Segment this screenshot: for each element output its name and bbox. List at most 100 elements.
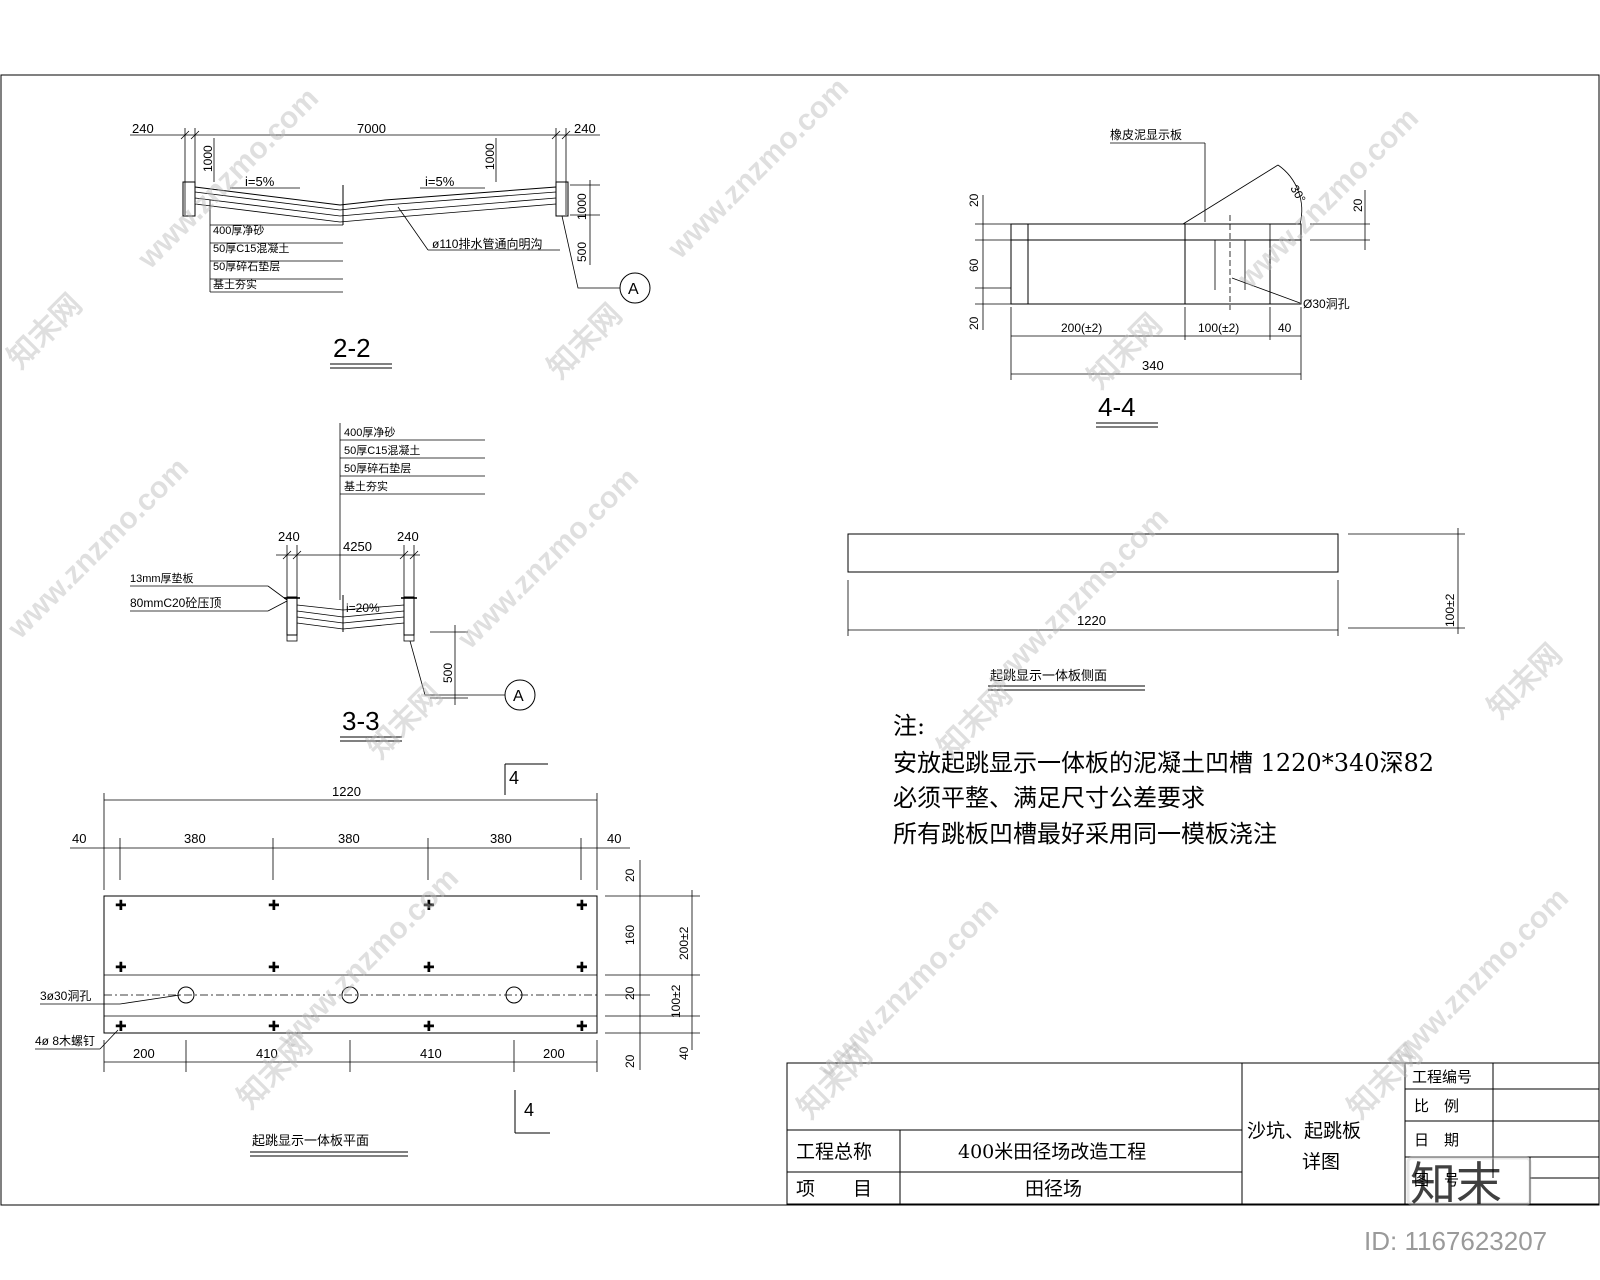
dim-4-4-right: 20 — [1351, 198, 1365, 212]
dim-4-4-total: 340 — [1142, 358, 1164, 373]
svg-text:✚: ✚ — [576, 1018, 588, 1034]
dim-2-2-left: 240 — [132, 121, 154, 136]
layer-2-2-1: 400厚净砂 — [213, 223, 264, 237]
dim-2-2-right: 240 — [574, 121, 596, 136]
watermark-logo: 知末 — [1406, 1156, 1532, 1210]
label-4-4-top: 橡皮泥显示板 — [1110, 128, 1182, 142]
ref-mark-3-3: A — [513, 688, 524, 705]
layer-2-2-3: 50厚碎石垫层 — [213, 259, 280, 273]
tb-field-no: 工程编号 — [1412, 1068, 1472, 1086]
screw-note-plan: 4ø 8木螺钉 — [35, 1034, 95, 1048]
slope-2-2-left: i=5% — [245, 174, 275, 189]
dim-plan-top-2: 380 — [184, 831, 206, 846]
dim-plan-bot-3: 410 — [420, 1046, 442, 1061]
layer-3-3-3: 50厚碎石垫层 — [344, 461, 411, 475]
tb-label-project: 工程总称 — [796, 1141, 872, 1163]
dim-plan-top-5: 40 — [607, 831, 621, 846]
svg-text:✚: ✚ — [423, 897, 435, 913]
notes-line-2: 必须平整、满足尺寸公差要求 — [893, 784, 1205, 812]
svg-text:✚: ✚ — [268, 1018, 280, 1034]
tb-label-item: 项 目 — [796, 1178, 872, 1200]
caption-side-view: 起跳显示一体板侧面 — [990, 668, 1107, 683]
layer-2-2-4: 基土夯实 — [213, 277, 257, 291]
title-2-2: 2-2 — [333, 333, 371, 363]
notes-block: 注: 安放起跳显示一体板的泥凝土凹槽 1220*340深82 必须平整、满足尺寸… — [893, 712, 1434, 848]
slope-2-2-right: i=5% — [425, 174, 455, 189]
dim-2-2-h-left: 1000 — [201, 145, 215, 172]
plan-view: 4 4 1220 40 380 380 380 40 ✚✚✚✚ ✚✚✚✚ ✚✚✚… — [35, 763, 700, 1157]
watermark-site-5: www.znzmo.com — [451, 462, 645, 656]
dim-2-2-h-mid: 1000 — [483, 143, 497, 170]
layer-3-3-2: 50厚C15混凝土 — [344, 443, 420, 457]
tb-value-project: 400米田径场改造工程 — [958, 1141, 1146, 1163]
hole-note-4-4: Ø30洞孔 — [1303, 297, 1350, 311]
watermark-site-2: www.znzmo.com — [661, 72, 855, 266]
svg-text:✚: ✚ — [576, 959, 588, 975]
slope-3-3: i=20% — [346, 601, 380, 615]
title-3-3: 3-3 — [342, 706, 380, 736]
tb-value-item: 田径场 — [1025, 1178, 1082, 1200]
title-block: 工程总称 400米田径场改造工程 项 目 田径场 沙坑、起跳板 详图 工程编号 … — [786, 1062, 1600, 1205]
dim-plan-right-4: 20 — [623, 1054, 637, 1068]
dim-plan-top-4: 380 — [490, 831, 512, 846]
tb-drawing-name-2: 详图 — [1302, 1151, 1340, 1173]
tb-drawing-name-1: 沙坑、起跳板 — [1247, 1120, 1361, 1142]
section-2-2: 240 7000 240 1000 1000 1000 500 i=5% i=5… — [130, 121, 651, 369]
dim-side-len: 1220 — [1077, 613, 1106, 628]
title-4-4: 4-4 — [1098, 392, 1136, 422]
notes-line-1: 安放起跳显示一体板的泥凝土凹槽 1220*340深82 — [893, 749, 1434, 777]
cut-mark-bottom: 4 — [524, 1100, 534, 1120]
dim-2-2-span: 7000 — [357, 121, 386, 136]
dim-plan-top-1: 40 — [72, 831, 86, 846]
dim-4-4-b3: 40 — [1278, 321, 1292, 335]
dim-plan-total: 1220 — [332, 784, 361, 799]
drain-note-2-2: ø110排水管通向明沟 — [432, 236, 542, 251]
screw-marks: ✚✚✚✚ ✚✚✚✚ ✚✚✚✚ — [115, 897, 588, 1034]
dim-4-4-b1: 200(±2) — [1061, 321, 1102, 335]
caption-plan-view: 起跳显示一体板平面 — [252, 1133, 369, 1148]
watermark-brand-1: 知末网 — [2, 288, 89, 375]
notes-line-3: 所有跳板凹槽最好采用同一模板浇注 — [893, 820, 1277, 848]
dim-plan-bot-2: 410 — [256, 1046, 278, 1061]
dim-4-4-v3: 20 — [967, 316, 981, 330]
dim-plan-top-3: 380 — [338, 831, 360, 846]
section-3-3: 400厚净砂 50厚C15混凝土 50厚碎石垫层 基土夯实 240 4250 2… — [130, 423, 536, 742]
tb-field-scale: 比 例 — [1414, 1097, 1459, 1115]
dim-side-h: 100±2 — [1443, 593, 1457, 627]
dim-plan-right-2: 160 — [623, 925, 637, 945]
cut-mark-top: 4 — [509, 768, 519, 788]
tb-field-date: 日 期 — [1414, 1131, 1459, 1149]
svg-text:✚: ✚ — [576, 897, 588, 913]
watermark-id: ID: 1167623207 — [1364, 1226, 1547, 1256]
dim-4-4-v2: 60 — [967, 258, 981, 272]
dim-plan-right-1: 20 — [623, 868, 637, 882]
watermark-brand-6: 知末网 — [1482, 638, 1569, 725]
watermark-logo-text: 知末 — [1410, 1158, 1502, 1210]
svg-text:✚: ✚ — [268, 897, 280, 913]
dim-plan-right-3: 20 — [623, 986, 637, 1000]
ref-mark-2-2: A — [628, 281, 639, 298]
watermark-site-4: www.znzmo.com — [1, 452, 195, 646]
dim-4-4-v1: 20 — [967, 193, 981, 207]
watermark-site-7: www.znzmo.com — [271, 862, 465, 1056]
dim-2-2-h-right: 1000 — [575, 193, 589, 220]
svg-text:✚: ✚ — [423, 1018, 435, 1034]
section-4-4: 橡皮泥显示板 30° 20 60 20 20 Ø30洞孔 — [967, 128, 1370, 428]
dim-plan-right-b1: 200±2 — [677, 926, 691, 960]
layer-2-2-2: 50厚C15混凝土 — [213, 241, 289, 255]
layer-3-3-1: 400厚净砂 — [344, 425, 395, 439]
dim-plan-right-b2: 100±2 — [669, 984, 683, 1018]
watermark-site-6: www.znzmo.com — [981, 502, 1175, 696]
note-3-3-1: 13mm厚垫板 — [130, 571, 194, 585]
tb-field-sheet: 图 号 — [1414, 1171, 1459, 1189]
dim-3-3-left: 240 — [278, 529, 300, 544]
dim-3-3-right: 240 — [397, 529, 419, 544]
drawing-frame — [0, 74, 1600, 1206]
dim-plan-bot-1: 200 — [133, 1046, 155, 1061]
side-view: 1220 100±2 起跳显示一体板侧面 — [847, 528, 1465, 691]
dim-4-4-b2: 100(±2) — [1198, 321, 1239, 335]
dim-3-3-depth: 500 — [441, 663, 455, 683]
watermark-site-3: www.znzmo.com — [1231, 102, 1425, 296]
svg-text:✚: ✚ — [268, 959, 280, 975]
